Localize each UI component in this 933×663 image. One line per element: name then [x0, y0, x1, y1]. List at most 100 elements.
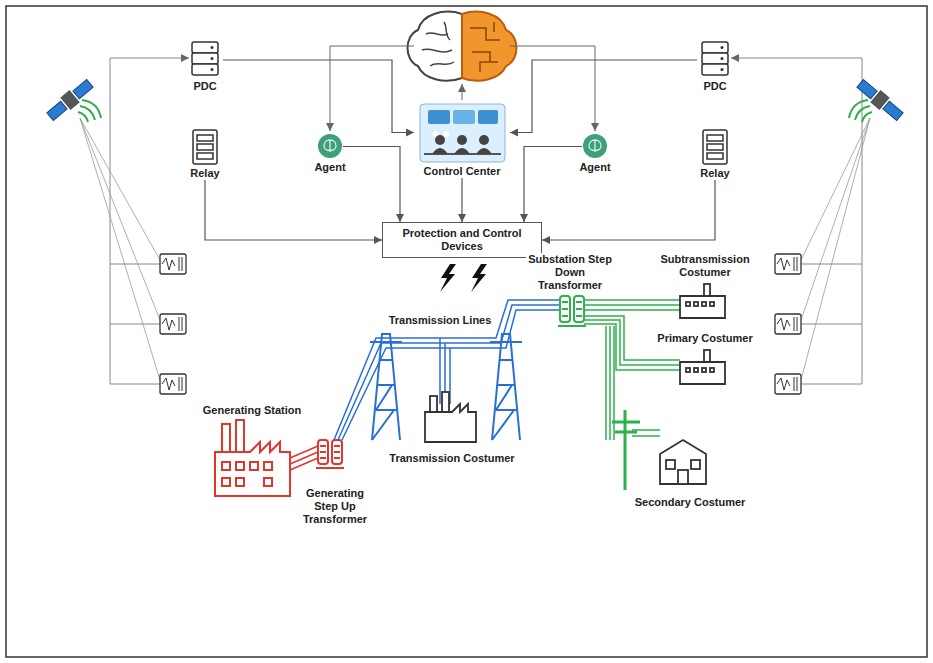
relay-node: Relay	[697, 128, 733, 180]
pdc-led	[721, 68, 724, 71]
generating-station	[250, 462, 258, 470]
brain-link	[462, 84, 463, 100]
pdc-icon	[702, 53, 728, 64]
distribution-pole	[612, 410, 640, 490]
satellite-icon	[45, 77, 95, 123]
pdc-led	[721, 57, 724, 60]
generator-wire	[290, 446, 318, 470]
step-down-transformer	[558, 302, 586, 326]
transmission-customer	[442, 392, 449, 412]
pmu-icon	[775, 374, 801, 394]
connector-arrow	[510, 60, 697, 133]
secondary-house	[678, 470, 688, 484]
satellite-icon	[857, 79, 877, 98]
connector-arrow	[542, 180, 715, 240]
pmu-wave	[777, 257, 797, 271]
pmu-wire	[110, 58, 862, 384]
satellite-icon	[78, 100, 101, 122]
step-up-transformer	[316, 440, 344, 468]
connector-arrow	[343, 147, 400, 223]
control-center-icon	[420, 104, 505, 162]
node-label: Relay	[187, 167, 223, 180]
control-center-icon	[453, 110, 475, 124]
generating-station	[264, 462, 272, 470]
lightning-symbol	[471, 264, 487, 292]
node-label: Relay	[697, 167, 733, 180]
control-center-icon	[478, 110, 498, 124]
pdc-led	[721, 46, 724, 49]
pdc-node: PDC	[697, 40, 733, 93]
secondary-house	[666, 460, 675, 469]
customer-factory	[702, 368, 706, 372]
relay-icon	[707, 135, 723, 141]
secondary-house	[660, 440, 706, 484]
customer-factory	[686, 302, 690, 306]
part-label: Subtransmission Costumer	[653, 253, 757, 279]
agent-icon	[318, 134, 342, 158]
pmu-icon	[160, 254, 186, 274]
control-center-icon	[432, 148, 448, 154]
generating-station	[236, 478, 244, 486]
pmu-wave	[162, 377, 182, 391]
part-label: Transmission Costumer	[387, 452, 516, 465]
pdc-icon	[192, 42, 728, 75]
pmu-icon	[775, 314, 801, 334]
satellite-icon	[47, 101, 67, 120]
pdc-led	[211, 57, 214, 60]
node-label: Agent	[576, 161, 614, 174]
step-down-transformer	[558, 296, 586, 326]
part-label: Substation Step Down Transformer	[526, 253, 614, 292]
generating-station	[222, 478, 230, 486]
control-center-icon	[420, 104, 505, 162]
node-label: Control Center	[414, 165, 510, 178]
pmu-wave	[777, 377, 797, 391]
pdc-led	[211, 46, 214, 49]
customer-factory	[702, 302, 706, 306]
brain-icon	[408, 12, 463, 81]
agent-icon	[589, 140, 601, 152]
connector-arrow	[205, 180, 382, 240]
connector-arrow	[524, 147, 582, 223]
agent-node: Agent	[576, 132, 614, 174]
satellite-icon	[855, 77, 905, 123]
transmission-customer	[425, 392, 476, 442]
pdc-icon	[192, 53, 218, 64]
satellite-icon	[849, 100, 872, 122]
transmission-customer	[425, 404, 476, 442]
part-label: Generating Step Up Transformer	[291, 487, 379, 526]
customer-factory	[704, 284, 710, 296]
control-center-node: Control Center	[414, 100, 510, 178]
relay-icon	[197, 144, 213, 150]
customer-factory	[680, 362, 725, 384]
satellite-link	[80, 118, 870, 380]
node-label: PDC	[697, 80, 733, 93]
pdc-led	[211, 46, 724, 71]
customer-factory	[694, 368, 698, 372]
secondary-house	[660, 440, 706, 484]
agent-icon	[324, 140, 336, 152]
pmu-wire	[110, 58, 189, 384]
pdc-node: PDC	[187, 40, 223, 93]
frame	[6, 6, 927, 657]
generating-station	[264, 478, 272, 486]
relay-icon	[703, 130, 727, 164]
customer-factory	[694, 302, 698, 306]
pmu-wave	[162, 257, 182, 271]
control-center-icon	[443, 131, 449, 137]
satellite-icon	[45, 77, 905, 123]
lightning-symbol	[440, 264, 456, 292]
brain-link	[330, 46, 595, 131]
secondary-house	[691, 460, 700, 469]
node-label: PDC	[187, 80, 223, 93]
pdc-icon	[702, 42, 728, 53]
control-center-icon	[476, 148, 492, 154]
satellite-link	[80, 118, 160, 380]
connector-arrow	[461, 178, 462, 222]
pmu-wave	[777, 317, 797, 331]
brain-link	[510, 46, 595, 131]
node-label: Protection and Control Devices	[389, 227, 535, 253]
generating-station	[222, 462, 230, 470]
control-center-icon	[428, 110, 450, 124]
